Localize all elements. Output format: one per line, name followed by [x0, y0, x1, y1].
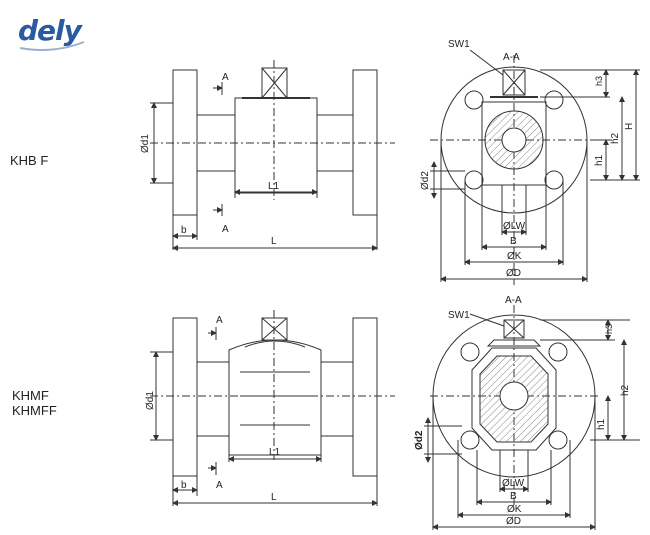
bottom-h1-label: h1 [596, 418, 607, 430]
bottom-a-lower: A [216, 480, 223, 491]
bottom-b-dim-label: B [510, 491, 517, 502]
top-h2-label: h2 [610, 132, 621, 144]
model-label-khbf: KHB F [10, 153, 49, 168]
bottom-d1-label: Ød1 [145, 391, 156, 410]
valve-body [234, 97, 318, 194]
bottom-b-label: b [181, 480, 187, 491]
model-label-khmf: KHMF [12, 388, 49, 403]
top-h-label: H [624, 123, 635, 130]
bottom-k-label: ØK [507, 504, 522, 515]
bottom-a-upper: A [216, 315, 223, 326]
top-b-dim-label: B [510, 236, 517, 247]
left-flange [172, 317, 198, 477]
right-flange [352, 317, 378, 477]
top-lw-label: ØLW [503, 221, 526, 232]
top-k-label: ØK [507, 251, 522, 262]
bottom-section-label: A-A [505, 295, 522, 306]
bottom-l-label: L [271, 492, 277, 503]
top-section-label: A-A [503, 52, 520, 63]
bottom-side-view [150, 310, 395, 506]
model-label-khmff: KHMFF [12, 403, 57, 418]
top-side-view [150, 60, 395, 251]
top-sw1-label: SW1 [448, 39, 470, 50]
bottom-lw-label: ØLW [502, 478, 525, 489]
top-a-upper: A [222, 72, 229, 83]
top-front-view [430, 49, 640, 285]
bottom-d-label: ØD [506, 516, 521, 527]
top-a-lower: A [222, 224, 229, 235]
top-l-label: L [271, 236, 277, 247]
logo-swoosh-icon [19, 41, 85, 51]
bottom-h3-label: h3 [604, 324, 614, 334]
top-d2-label: Ød2 [420, 171, 431, 190]
bottom-l1-label: L1 [269, 447, 281, 458]
brand-logo: dely [18, 14, 82, 47]
top-h1-label: h1 [594, 154, 605, 166]
bottom-front-view [424, 305, 640, 530]
top-l1-label: L1 [268, 181, 280, 192]
top-d-label: ØD [506, 268, 521, 279]
top-d1-label: Ød1 [140, 134, 151, 153]
bottom-d2-label: Ød2 [414, 430, 425, 450]
top-h3-label: h3 [594, 76, 604, 86]
bottom-h2-label: h2 [620, 384, 631, 396]
top-b-label: b [181, 225, 187, 236]
bottom-sw1-label: SW1 [448, 310, 470, 321]
